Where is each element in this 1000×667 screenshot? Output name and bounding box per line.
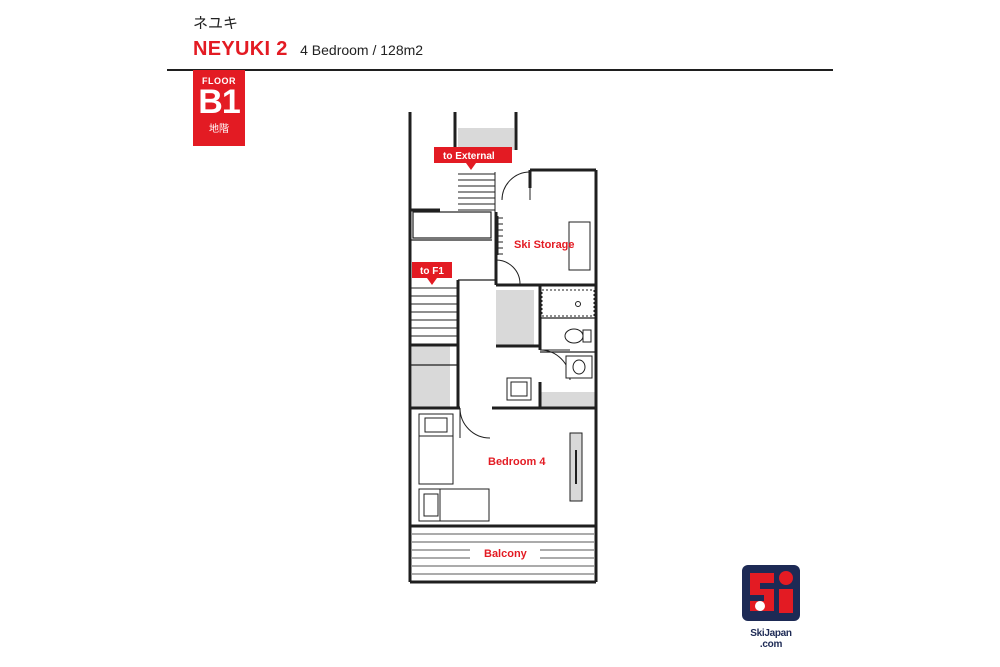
room-label-ski-storage: Ski Storage — [514, 239, 575, 251]
floor-code: B1 — [198, 83, 240, 121]
stairs-f1 — [410, 287, 458, 337]
header-divider — [167, 69, 833, 71]
tag-to-f1-text: to F1 — [420, 266, 444, 277]
door-swings — [459, 171, 571, 439]
logo-text-line1: SkiJapan — [750, 628, 792, 639]
bedroom-furniture — [418, 413, 583, 522]
property-name: NEYUKI 2 — [193, 38, 288, 60]
balcony-label-bg — [470, 545, 540, 561]
logo-text-line2: .com — [759, 639, 783, 650]
tag-to-f1: to F1 — [412, 262, 452, 285]
room-label-balcony: Balcony — [484, 548, 528, 560]
bathroom-fixtures — [506, 289, 595, 401]
floor-japanese: 地階 — [209, 124, 229, 135]
ski-rack — [497, 216, 591, 271]
walls — [408, 112, 598, 584]
property-subtitle: 4 Bedroom / 128m2 — [300, 42, 424, 58]
stairs-external — [458, 172, 496, 212]
fixture-fills — [412, 128, 595, 408]
property-title: NEYUKI 2 4 Bedroom / 128m2 — [193, 38, 423, 61]
floor-badge: FLOOR B1 地階 — [193, 70, 245, 146]
room-label-bedroom-4: Bedroom 4 — [488, 456, 546, 468]
thin-lines — [410, 211, 596, 366]
tag-to-external: to External — [434, 147, 512, 170]
skijapan-logo-icon — [742, 565, 800, 621]
floor-label: FLOOR — [202, 76, 236, 86]
skijapan-logo: SkiJapan .com — [739, 563, 803, 650]
tag-to-external-text: to External — [443, 151, 495, 162]
property-japanese-name: ネユキ — [193, 14, 239, 32]
